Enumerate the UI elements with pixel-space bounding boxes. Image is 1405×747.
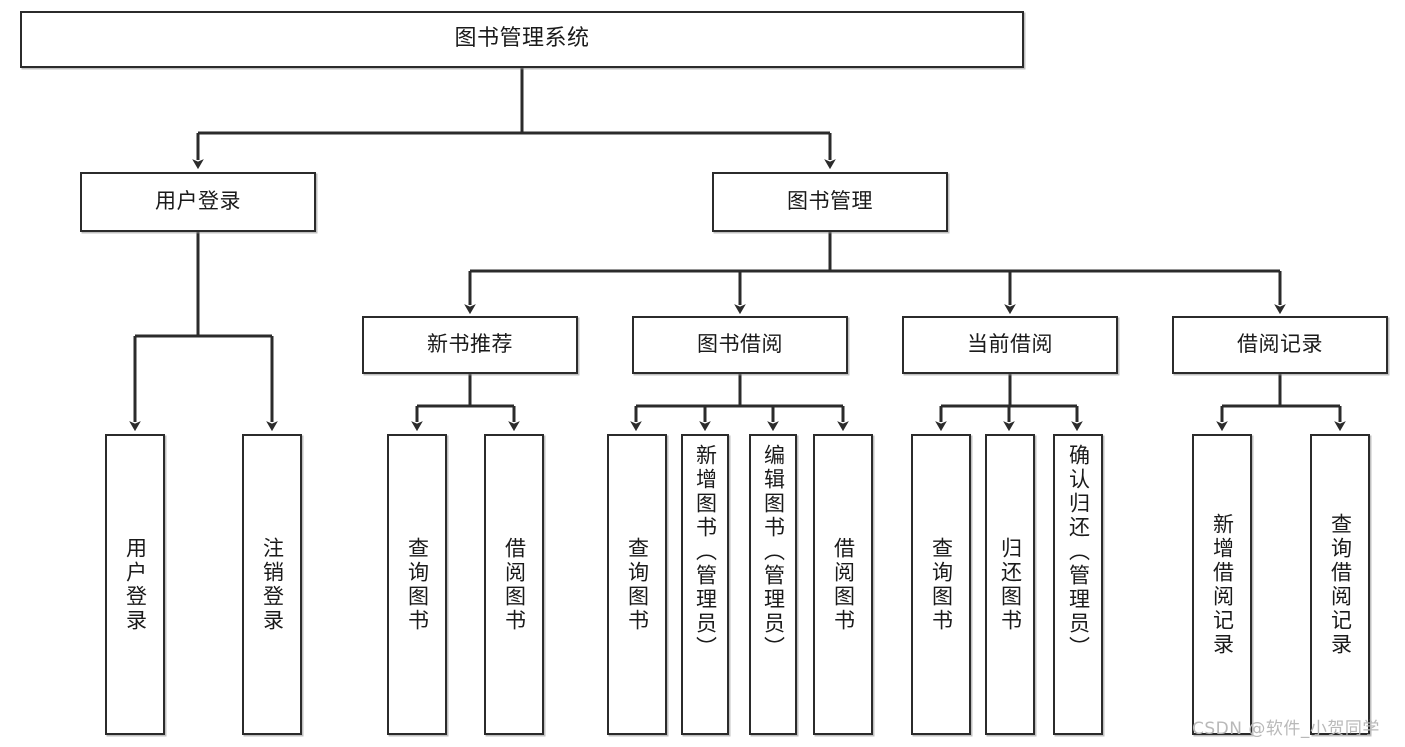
node-leaf-query-book-1-label: 查询图书 bbox=[405, 536, 430, 633]
node-user-login-label: 用户登录 bbox=[155, 189, 241, 214]
node-leaf-query-book-3[interactable]: 查询图书 bbox=[911, 434, 971, 735]
node-leaf-edit-book[interactable]: 编辑图书（管理员） bbox=[749, 434, 797, 735]
node-leaf-query-record-label: 查询借阅记录 bbox=[1328, 512, 1353, 657]
node-leaf-logout-login-label: 注销登录 bbox=[260, 536, 285, 633]
node-leaf-add-book[interactable]: 新增图书（管理员） bbox=[681, 434, 729, 735]
node-borrow-record[interactable]: 借阅记录 bbox=[1172, 316, 1388, 374]
node-book-borrow[interactable]: 图书借阅 bbox=[632, 316, 848, 374]
node-leaf-edit-book-label: 编辑图书（管理员） bbox=[761, 444, 786, 660]
csdn-watermark: CSDN @软件_小贺同学 bbox=[1192, 719, 1380, 739]
node-leaf-query-book-2-label: 查询图书 bbox=[625, 536, 650, 633]
node-current-borrow[interactable]: 当前借阅 bbox=[902, 316, 1118, 374]
node-leaf-borrow-book-1-label: 借阅图书 bbox=[502, 536, 527, 633]
node-user-login[interactable]: 用户登录 bbox=[80, 172, 316, 232]
node-new-book-recommend-label: 新书推荐 bbox=[427, 332, 513, 357]
node-book-manage-label: 图书管理 bbox=[787, 189, 873, 214]
node-leaf-return-book[interactable]: 归还图书 bbox=[985, 434, 1035, 735]
node-leaf-borrow-book-1[interactable]: 借阅图书 bbox=[484, 434, 544, 735]
node-leaf-return-book-label: 归还图书 bbox=[998, 536, 1023, 633]
node-leaf-query-book-1[interactable]: 查询图书 bbox=[387, 434, 447, 735]
node-leaf-user-login[interactable]: 用户登录 bbox=[105, 434, 165, 735]
node-leaf-confirm-return-label: 确认归还（管理员） bbox=[1066, 444, 1091, 660]
node-leaf-query-record[interactable]: 查询借阅记录 bbox=[1310, 434, 1370, 735]
node-book-manage[interactable]: 图书管理 bbox=[712, 172, 948, 232]
node-root-label: 图书管理系统 bbox=[454, 26, 590, 52]
node-leaf-borrow-book-2-label: 借阅图书 bbox=[831, 536, 856, 633]
node-root[interactable]: 图书管理系统 bbox=[20, 11, 1024, 68]
node-leaf-query-book-3-label: 查询图书 bbox=[929, 536, 954, 633]
node-borrow-record-label: 借阅记录 bbox=[1237, 332, 1323, 357]
node-leaf-add-record[interactable]: 新增借阅记录 bbox=[1192, 434, 1252, 735]
node-book-borrow-label: 图书借阅 bbox=[697, 332, 783, 357]
node-leaf-user-login-label: 用户登录 bbox=[123, 536, 148, 633]
node-leaf-add-record-label: 新增借阅记录 bbox=[1210, 512, 1235, 657]
node-new-book-recommend[interactable]: 新书推荐 bbox=[362, 316, 578, 374]
node-leaf-query-book-2[interactable]: 查询图书 bbox=[607, 434, 667, 735]
node-leaf-confirm-return[interactable]: 确认归还（管理员） bbox=[1053, 434, 1103, 735]
node-leaf-logout-login[interactable]: 注销登录 bbox=[242, 434, 302, 735]
node-leaf-add-book-label: 新增图书（管理员） bbox=[693, 444, 718, 660]
node-leaf-borrow-book-2[interactable]: 借阅图书 bbox=[813, 434, 873, 735]
node-current-borrow-label: 当前借阅 bbox=[967, 332, 1053, 357]
